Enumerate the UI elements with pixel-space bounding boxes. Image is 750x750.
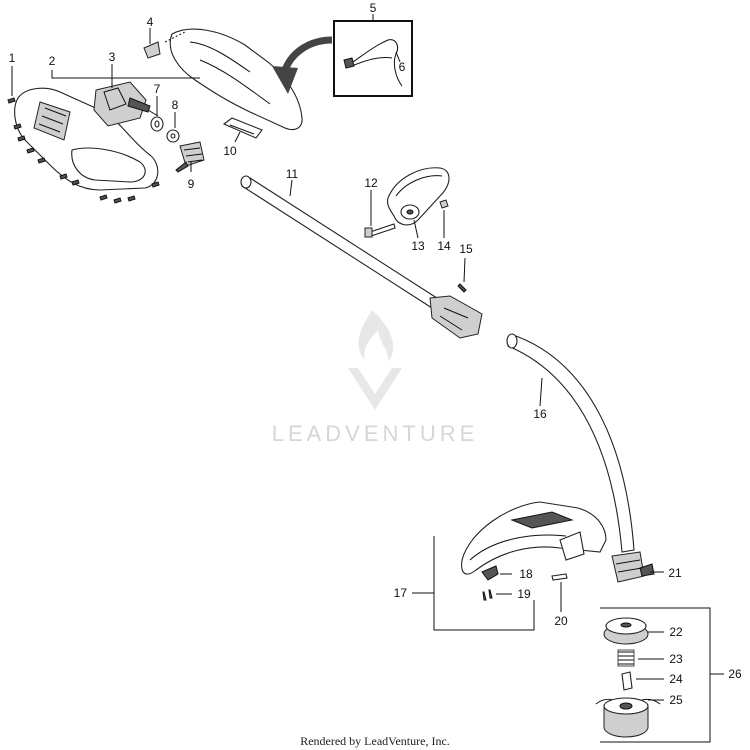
spool-cover[interactable] [603, 617, 649, 645]
cord-retainer[interactable] [222, 117, 263, 139]
callout-4: 4 [147, 15, 154, 29]
cord-inset-box [333, 20, 413, 97]
leader-lines [11, 14, 724, 743]
guard-bolt[interactable] [551, 573, 568, 581]
watermark-logo [348, 310, 402, 410]
handle-screws[interactable] [7, 97, 160, 204]
guard-blade[interactable] [481, 565, 499, 581]
callout-1: 1 [9, 51, 16, 65]
grass-guard[interactable] [461, 501, 607, 575]
callout-25: 25 [669, 693, 683, 707]
callout-16: 16 [533, 407, 547, 421]
left-handle-half[interactable] [14, 87, 159, 191]
callout-2: 2 [49, 54, 56, 68]
spring[interactable] [617, 649, 635, 667]
callout-5: 5 [370, 1, 377, 15]
callout-3: 3 [109, 50, 116, 64]
callout-18: 18 [519, 567, 533, 581]
callout-21: 21 [668, 566, 682, 580]
callout-labels: 1 2 3 4 5 6 7 8 9 10 11 12 13 14 15 16 1… [9, 1, 742, 707]
spool-insert[interactable] [621, 671, 633, 691]
callout-23: 23 [669, 652, 683, 666]
handle-nut[interactable] [439, 199, 449, 209]
assembly-arrow-icon [272, 36, 333, 94]
spool-housing[interactable] [595, 697, 661, 738]
auxiliary-handle[interactable] [386, 167, 450, 226]
callout-24: 24 [669, 672, 683, 686]
footer-credit: Rendered by LeadVenture, Inc. [300, 734, 450, 748]
washer-8[interactable] [166, 129, 180, 143]
callout-6: 6 [399, 60, 406, 74]
switch-trigger[interactable] [143, 41, 161, 59]
watermark-text: LEADVENTURE [272, 421, 479, 446]
callout-26: 26 [728, 667, 742, 681]
fan[interactable] [175, 141, 205, 173]
callout-17: 17 [394, 586, 408, 600]
callout-8: 8 [172, 98, 179, 112]
callout-11: 11 [286, 167, 299, 181]
callout-19: 19 [517, 587, 531, 601]
callout-7: 7 [154, 82, 161, 96]
callout-9: 9 [188, 177, 195, 191]
guard-screws[interactable] [482, 589, 493, 601]
handle-bolt[interactable] [364, 223, 396, 238]
callout-22: 22 [669, 625, 683, 639]
callout-10: 10 [223, 144, 237, 158]
callout-20: 20 [554, 614, 568, 628]
right-handle-half[interactable] [164, 28, 303, 131]
motor[interactable] [93, 81, 159, 127]
upper-shaft[interactable] [240, 175, 483, 339]
washer-7[interactable] [150, 116, 164, 132]
shaft-screw[interactable] [457, 283, 467, 293]
callout-12: 12 [364, 176, 378, 190]
shaft-clamp[interactable] [611, 551, 655, 583]
lower-shaft[interactable] [506, 333, 635, 553]
callout-13: 13 [411, 239, 425, 253]
callout-14: 14 [437, 239, 451, 253]
callout-15: 15 [459, 242, 473, 256]
